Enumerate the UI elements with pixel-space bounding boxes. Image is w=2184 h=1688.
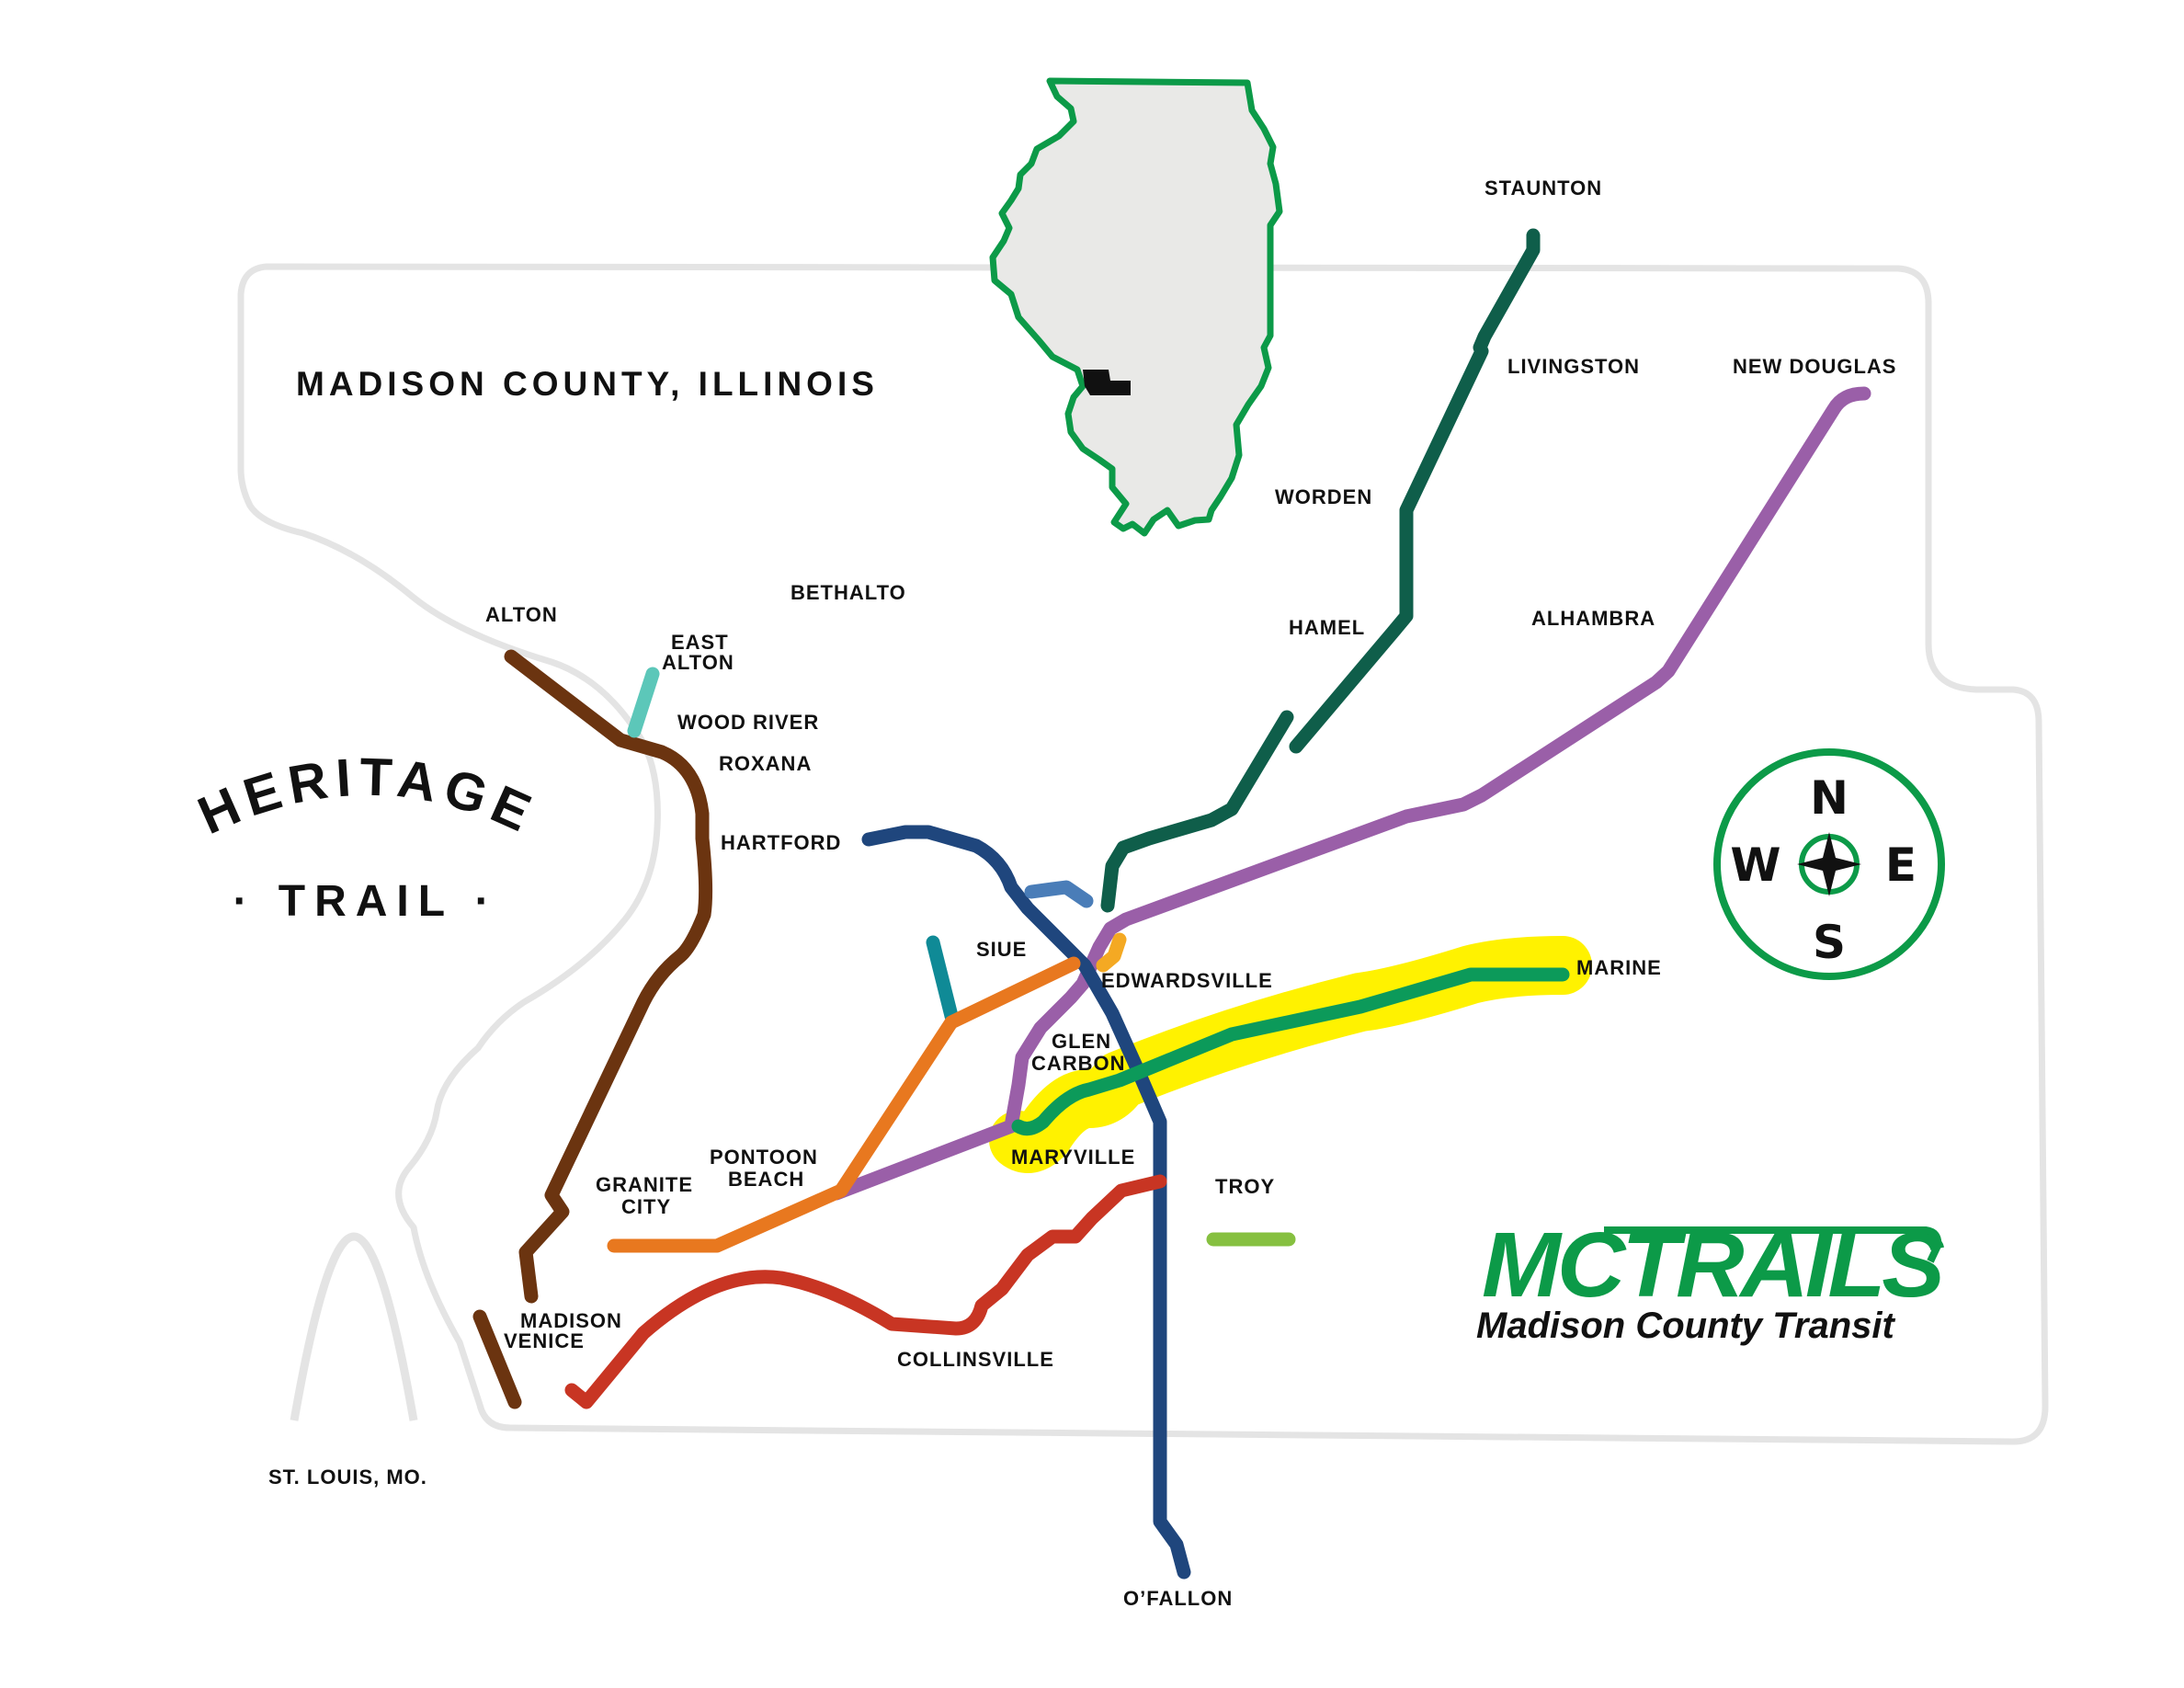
label-alhambra: ALHAMBRA [1531,607,1655,630]
label-pontoon-beach-line2: BEACH [728,1168,804,1191]
compass-star-icon [1797,832,1861,896]
label-worden: WORDEN [1275,485,1372,508]
heritage-trail-title: HERITAGE [189,747,546,847]
gateway-arch-icon [290,1232,418,1421]
logo-swoosh [1604,1226,1942,1263]
compass-east: E [1885,838,1917,892]
label-pontoon-beach-line1: PONTOON [710,1146,818,1169]
mct-trails-logo: MCTRAILS Madison County Transit [1476,1214,1948,1346]
label-wood-river: WOOD RIVER [677,711,819,734]
county-outline [237,263,2049,1445]
logo-subtitle: Madison County Transit [1476,1306,1896,1346]
trail-nickel-plate-green [1011,967,1570,1136]
madison-county-marker [1083,370,1131,395]
label-siue: SIUE [976,938,1027,961]
trail-red [564,1174,1167,1409]
compass-rose: N S E W [1713,748,1945,980]
trail-orange [607,956,1081,1253]
label-st-louis: ST. LOUIS, MO. [268,1466,427,1488]
label-madison: MADISON [520,1309,622,1332]
heritage-trail-subtitle: · TRAIL · [233,877,498,926]
label-staunton: STAUNTON [1484,177,1602,200]
label-hamel: HAMEL [1289,616,1365,639]
map-title: MADISON COUNTY, ILLINOIS [296,365,879,403]
compass-north: N [1810,771,1848,825]
trail-purple [829,386,1871,1201]
trail-dark-green [1100,228,1541,913]
trail-navy [861,825,1191,1580]
label-east-alton-line1: EAST [671,631,729,654]
trail-brown [472,649,713,1409]
label-collinsville: COLLINSVILLE [897,1348,1054,1371]
compass-west: W [1730,838,1780,892]
label-glen-carbon-line2: CARBON [1031,1052,1126,1075]
label-hartford: HARTFORD [721,831,841,854]
trail-amber [1096,932,1127,973]
trail-network [472,228,1871,1580]
label-bethalto: BETHALTO [791,581,906,604]
label-livingston: LIVINGSTON [1507,355,1640,378]
compass-south: S [1813,916,1846,969]
label-granite-city-line2: CITY [621,1195,671,1218]
label-ofallon: O’FALLON [1123,1587,1233,1610]
label-venice: VENICE [504,1329,585,1352]
trail-blue [1024,880,1094,908]
label-alton: ALTON [485,603,558,626]
place-labels: STAUNTON LIVINGSTON NEW DOUGLAS WORDEN H… [268,177,1896,1610]
label-marine: MARINE [1576,956,1662,979]
trail-teal [627,667,660,738]
label-new-douglas: NEW DOUGLAS [1733,355,1896,378]
label-roxana: ROXANA [719,752,812,775]
trail-dark-teal [926,935,959,1023]
illinois-state-map [989,77,1283,537]
label-troy: TROY [1215,1175,1275,1198]
label-granite-city-line1: GRANITE [596,1173,693,1196]
label-edwardsville: EDWARDSVILLE [1101,969,1273,992]
label-glen-carbon-line1: GLEN [1052,1030,1111,1053]
label-maryville: MARYVILLE [1011,1146,1135,1169]
label-east-alton-line2: ALTON [662,651,734,674]
